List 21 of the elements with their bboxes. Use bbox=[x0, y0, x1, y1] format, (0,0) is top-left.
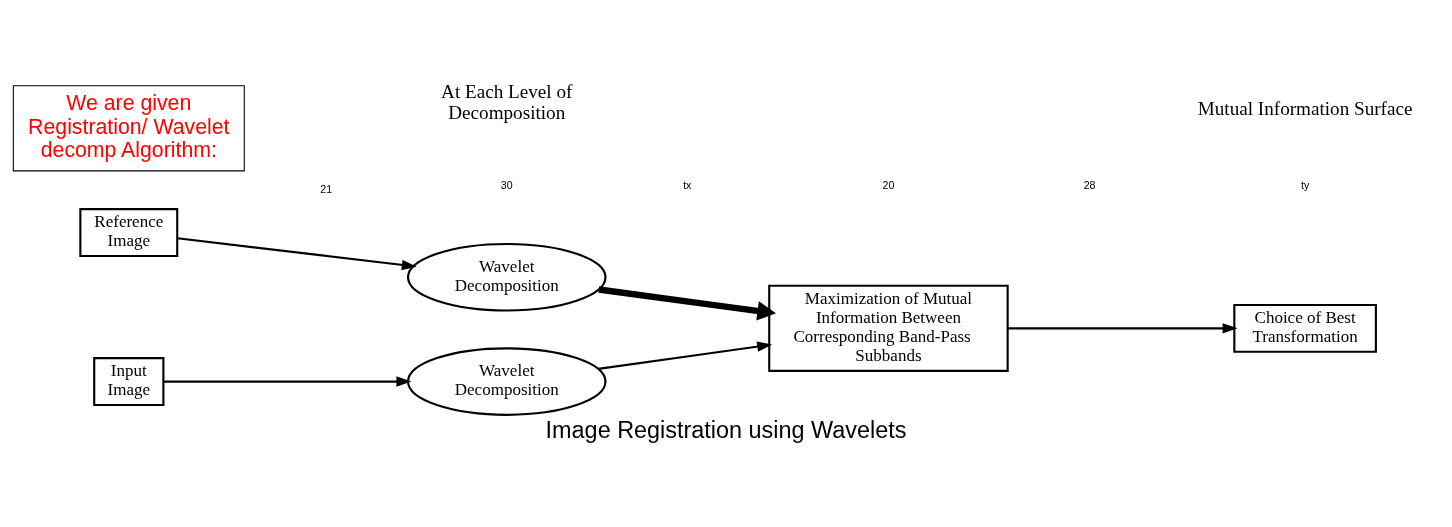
arrow bbox=[163, 376, 412, 387]
node-ellipse: Wavelet Decomposition bbox=[406, 347, 607, 416]
arrow bbox=[598, 341, 773, 370]
arrow bbox=[1007, 323, 1238, 334]
label: tx bbox=[683, 179, 692, 192]
caption: Image Registration using Wavelets bbox=[545, 416, 907, 443]
arrow bbox=[598, 286, 776, 321]
label: 21 bbox=[320, 182, 333, 195]
node-box: We are given Registration/ Wavelet decomp Algorithm: bbox=[12, 85, 245, 172]
node-box: Maximization of Mutual Information Between Corresponding Band-Pass Subbands bbox=[768, 284, 1009, 372]
label: 20 bbox=[882, 179, 895, 192]
label: Mutual Information Surface bbox=[1197, 97, 1413, 119]
node-box: Input Image bbox=[93, 357, 165, 407]
label: 30 bbox=[500, 179, 513, 192]
node-box: Reference Image bbox=[79, 208, 179, 258]
label: At Each Level of Decomposition bbox=[441, 80, 573, 124]
label: ty bbox=[1300, 179, 1310, 192]
label: 28 bbox=[1083, 179, 1096, 192]
node-ellipse: Wavelet Decomposition bbox=[406, 242, 607, 312]
node-box: Choice of Best Transformation bbox=[1233, 303, 1377, 353]
arrow bbox=[177, 237, 417, 271]
